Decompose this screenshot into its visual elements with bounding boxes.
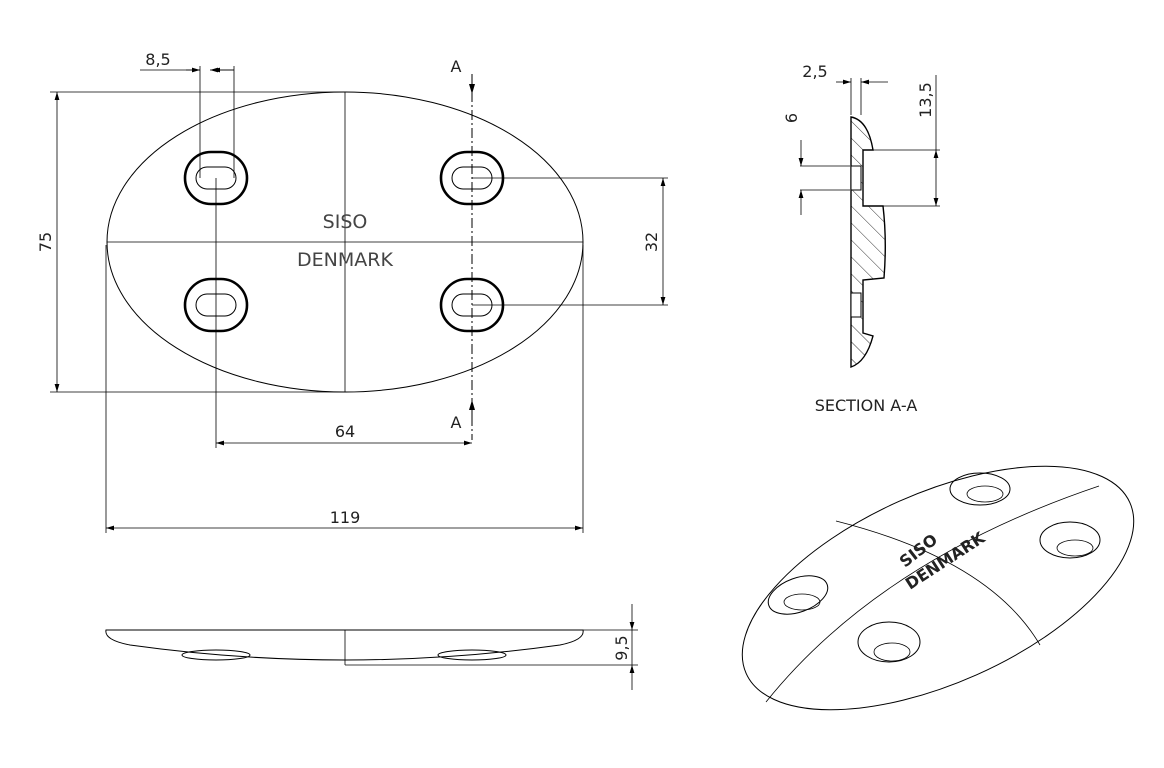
logo-denmark: DENMARK (297, 249, 393, 271)
iso-view: SISO DENMARK (741, 465, 1135, 711)
logo-siso: SISO (323, 211, 368, 233)
iso-outline (741, 465, 1135, 711)
iso-hole (857, 621, 921, 663)
section-marker-top: A (451, 57, 462, 76)
section-profile (850, 116, 886, 368)
side-hole (181, 649, 251, 661)
section-view: 2,5 6 13,5 SECTION A-A (782, 62, 940, 415)
dim-recess: 13,5 (916, 82, 935, 118)
iso-seam-long (765, 485, 1100, 703)
front-view: SISO DENMARK 8,5 A A 75 32 64 (36, 50, 668, 533)
iso-hole (1039, 521, 1101, 559)
side-profile (105, 629, 584, 661)
iso-hole (767, 575, 829, 615)
dim-height: 75 (36, 232, 55, 252)
side-hole (437, 649, 507, 661)
side-view: 9,5 (105, 604, 638, 690)
dim-vertical-spacing: 32 (642, 232, 661, 252)
dim-slot-width: 8,5 (145, 50, 170, 69)
dim-width: 119 (330, 508, 361, 527)
dim-horizontal-spacing: 64 (335, 422, 355, 441)
dim-wall: 2,5 (802, 62, 827, 81)
section-title: SECTION A-A (815, 396, 918, 415)
section-marker-bottom: A (451, 413, 462, 432)
iso-seam-short (835, 520, 1041, 646)
dim-thickness: 9,5 (612, 635, 631, 660)
iso-hole (949, 472, 1011, 506)
dim-slot: 6 (782, 113, 801, 123)
